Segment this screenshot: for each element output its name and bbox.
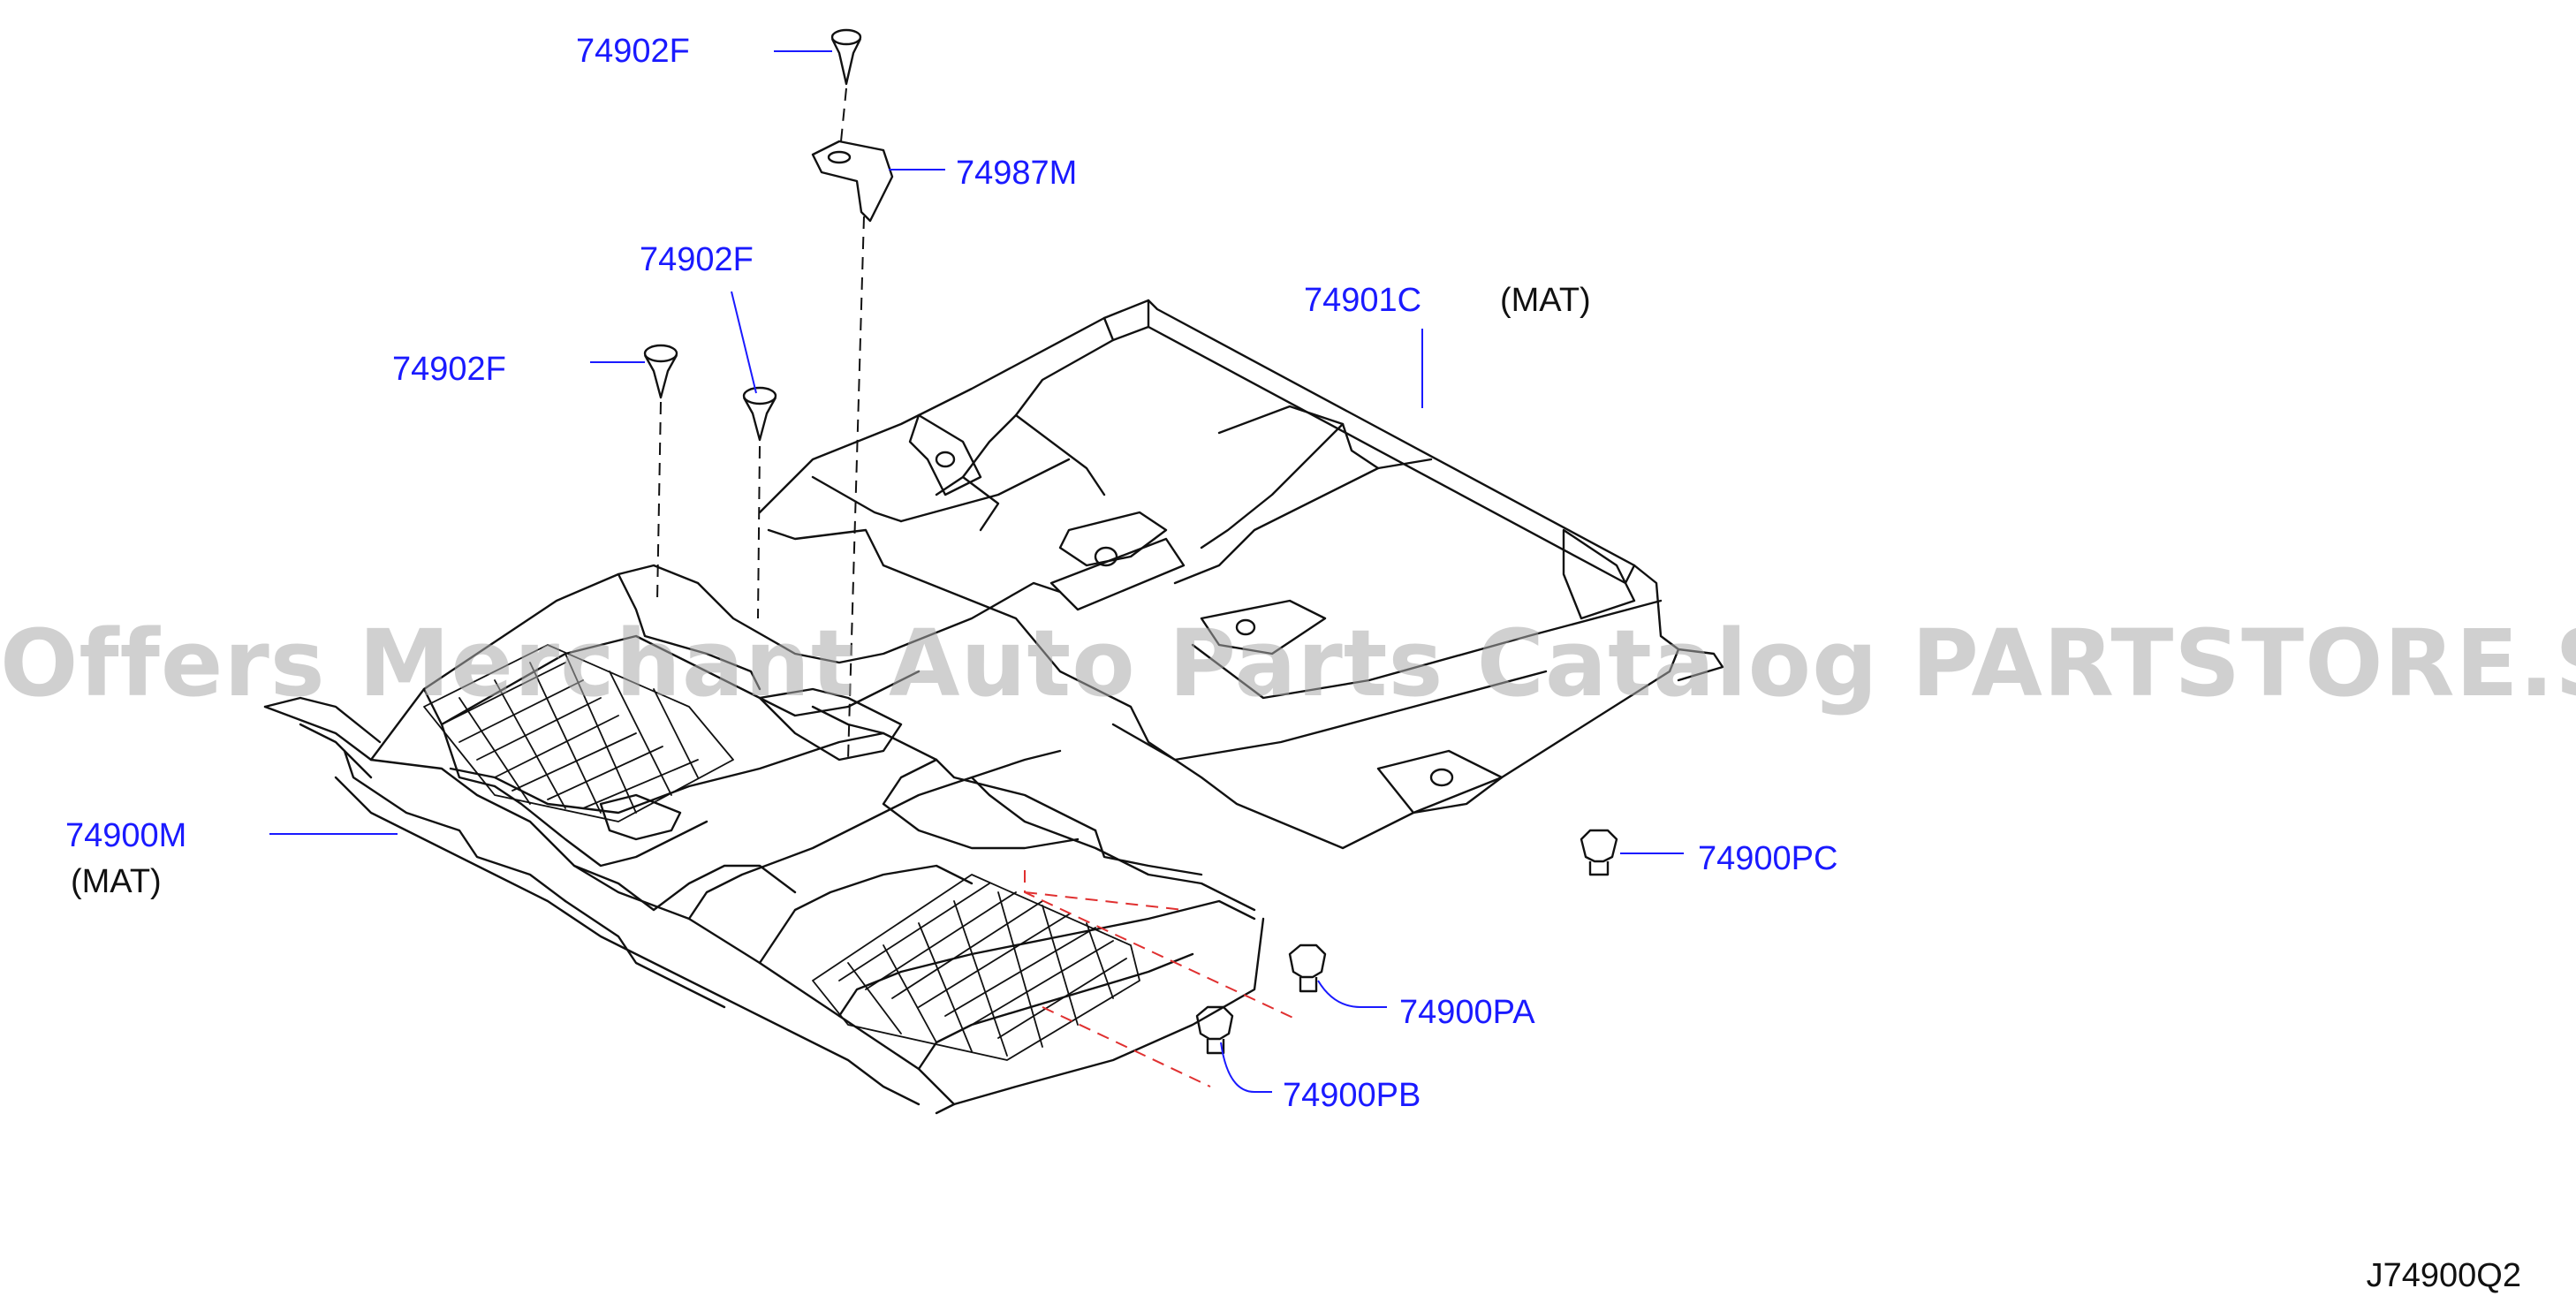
- front-mat-outline: [263, 564, 1265, 1115]
- rear-mat-outline: [758, 299, 1724, 850]
- label-74902f-top: 74902F: [576, 33, 690, 70]
- front-left-mesh: [423, 644, 734, 822]
- dash-clip-bracket: [840, 87, 847, 142]
- fastener-74900pc: [1580, 829, 1618, 876]
- leader-74900pb: [1220, 1042, 1272, 1093]
- leader-74900pa: [1317, 980, 1387, 1008]
- label-74901c: 74901C: [1304, 282, 1422, 319]
- fastener-74900pb: [1195, 1005, 1234, 1055]
- dash-clip-left: [656, 401, 662, 602]
- red-dash-upper: [1024, 891, 1185, 911]
- dash-clip-mid: [757, 445, 761, 619]
- front-right-mesh: [812, 874, 1140, 1061]
- clip-74902f-left: [643, 344, 678, 399]
- bracket-74987m: [811, 140, 894, 223]
- leader-74902f-mid: [731, 291, 757, 394]
- label-74900m-note: (MAT): [71, 863, 162, 900]
- label-74900pc: 74900PC: [1698, 840, 1838, 877]
- dash-bracket-mat: [847, 216, 865, 761]
- clip-74902f-top: [830, 28, 862, 86]
- red-dash-pb: [1042, 1006, 1211, 1087]
- label-74901c-note: (MAT): [1500, 282, 1591, 319]
- label-74900pb: 74900PB: [1283, 1077, 1421, 1114]
- label-74902f-mid: 74902F: [640, 241, 754, 278]
- label-74900pa: 74900PA: [1399, 994, 1535, 1031]
- label-74902f-left: 74902F: [392, 351, 506, 388]
- diagram-code: J74900Q2: [2366, 1257, 2521, 1294]
- label-74987m: 74987M: [956, 155, 1078, 192]
- clip-74902f-mid: [742, 386, 777, 442]
- fastener-74900pa: [1288, 943, 1327, 993]
- label-74900m: 74900M: [65, 817, 187, 854]
